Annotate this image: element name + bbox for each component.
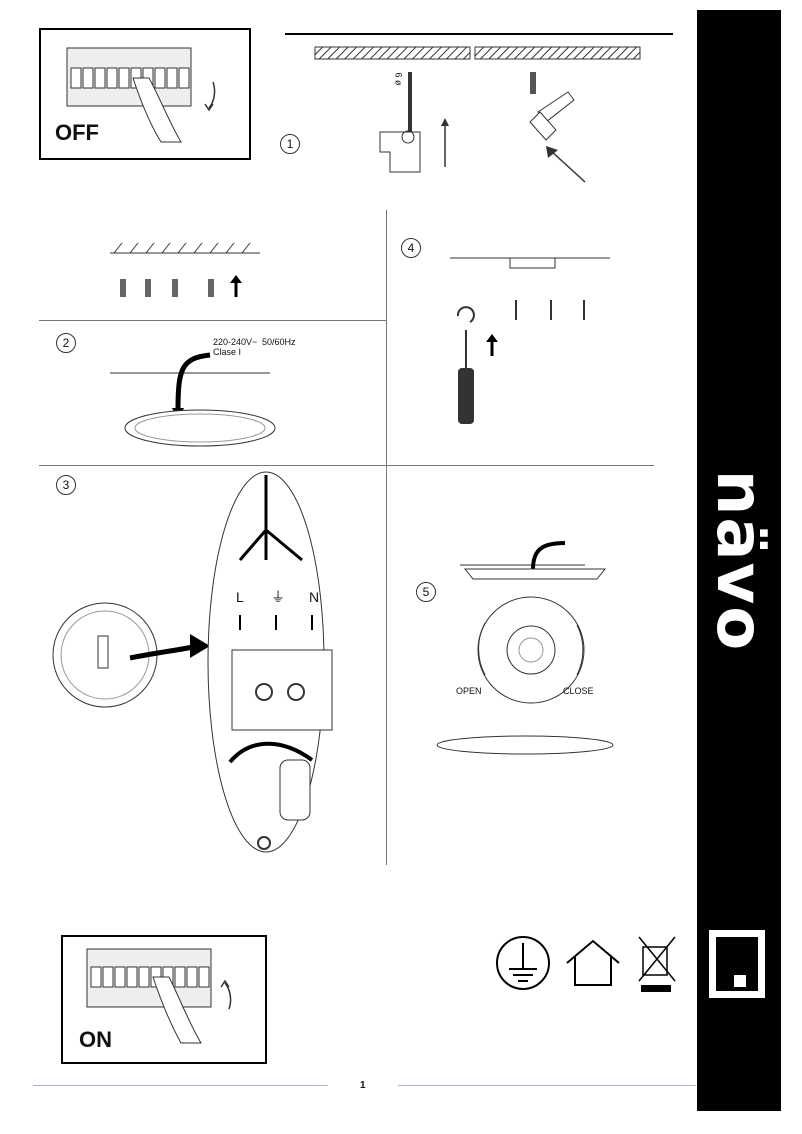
rotate-open-label: OPEN [456,686,482,696]
step-3-number: 3 [56,475,76,495]
page-number: 1 [360,1080,366,1091]
footer-line-left [33,1085,328,1086]
wire-live-label: L [236,589,244,605]
breaker-off-illustration [66,47,216,143]
brand-name: nävo [702,469,776,652]
brand-bar: nävo [697,10,781,1111]
top-rule [285,33,673,35]
step-4-number: 4 [401,238,421,258]
earth-ground-icon [496,936,550,990]
class-label: Clase I [213,347,242,357]
off-label: OFF [55,120,99,145]
step-2-number: 2 [56,333,76,353]
on-label: ON [79,1027,112,1052]
certification-icons [496,936,676,992]
step-2-illustration [110,352,276,447]
step-3-wiring-illustration [52,471,333,853]
divider-mid-left [39,320,386,321]
rotate-close-label: CLOSE [563,686,594,696]
breaker-on-illustration [86,948,232,1044]
divider-vertical [386,210,387,865]
footer-line-right [398,1085,696,1086]
wire-earth-label: ⏚ [271,589,285,605]
anchors-illustration [110,242,260,297]
divider-horizontal [39,465,654,466]
step-5-illustration [436,541,614,755]
step-5-number: 5 [416,582,436,602]
step-4-illustration [450,257,610,424]
brand-logo-square-icon [709,930,765,998]
weee-crossed-bin-icon [638,936,676,992]
step-1-illustration [314,46,641,183]
voltage-label: 220-240V~ [213,337,258,347]
breaker-off-panel: OFF [39,28,251,160]
frequency-label: 50/60Hz [262,337,296,347]
indoor-use-house-icon [566,939,620,986]
breaker-on-panel: ON [61,935,267,1064]
drill-size-label: 6 ø [393,72,404,86]
step-1-number: 1 [280,134,300,154]
wire-neutral-label: N [309,589,320,605]
